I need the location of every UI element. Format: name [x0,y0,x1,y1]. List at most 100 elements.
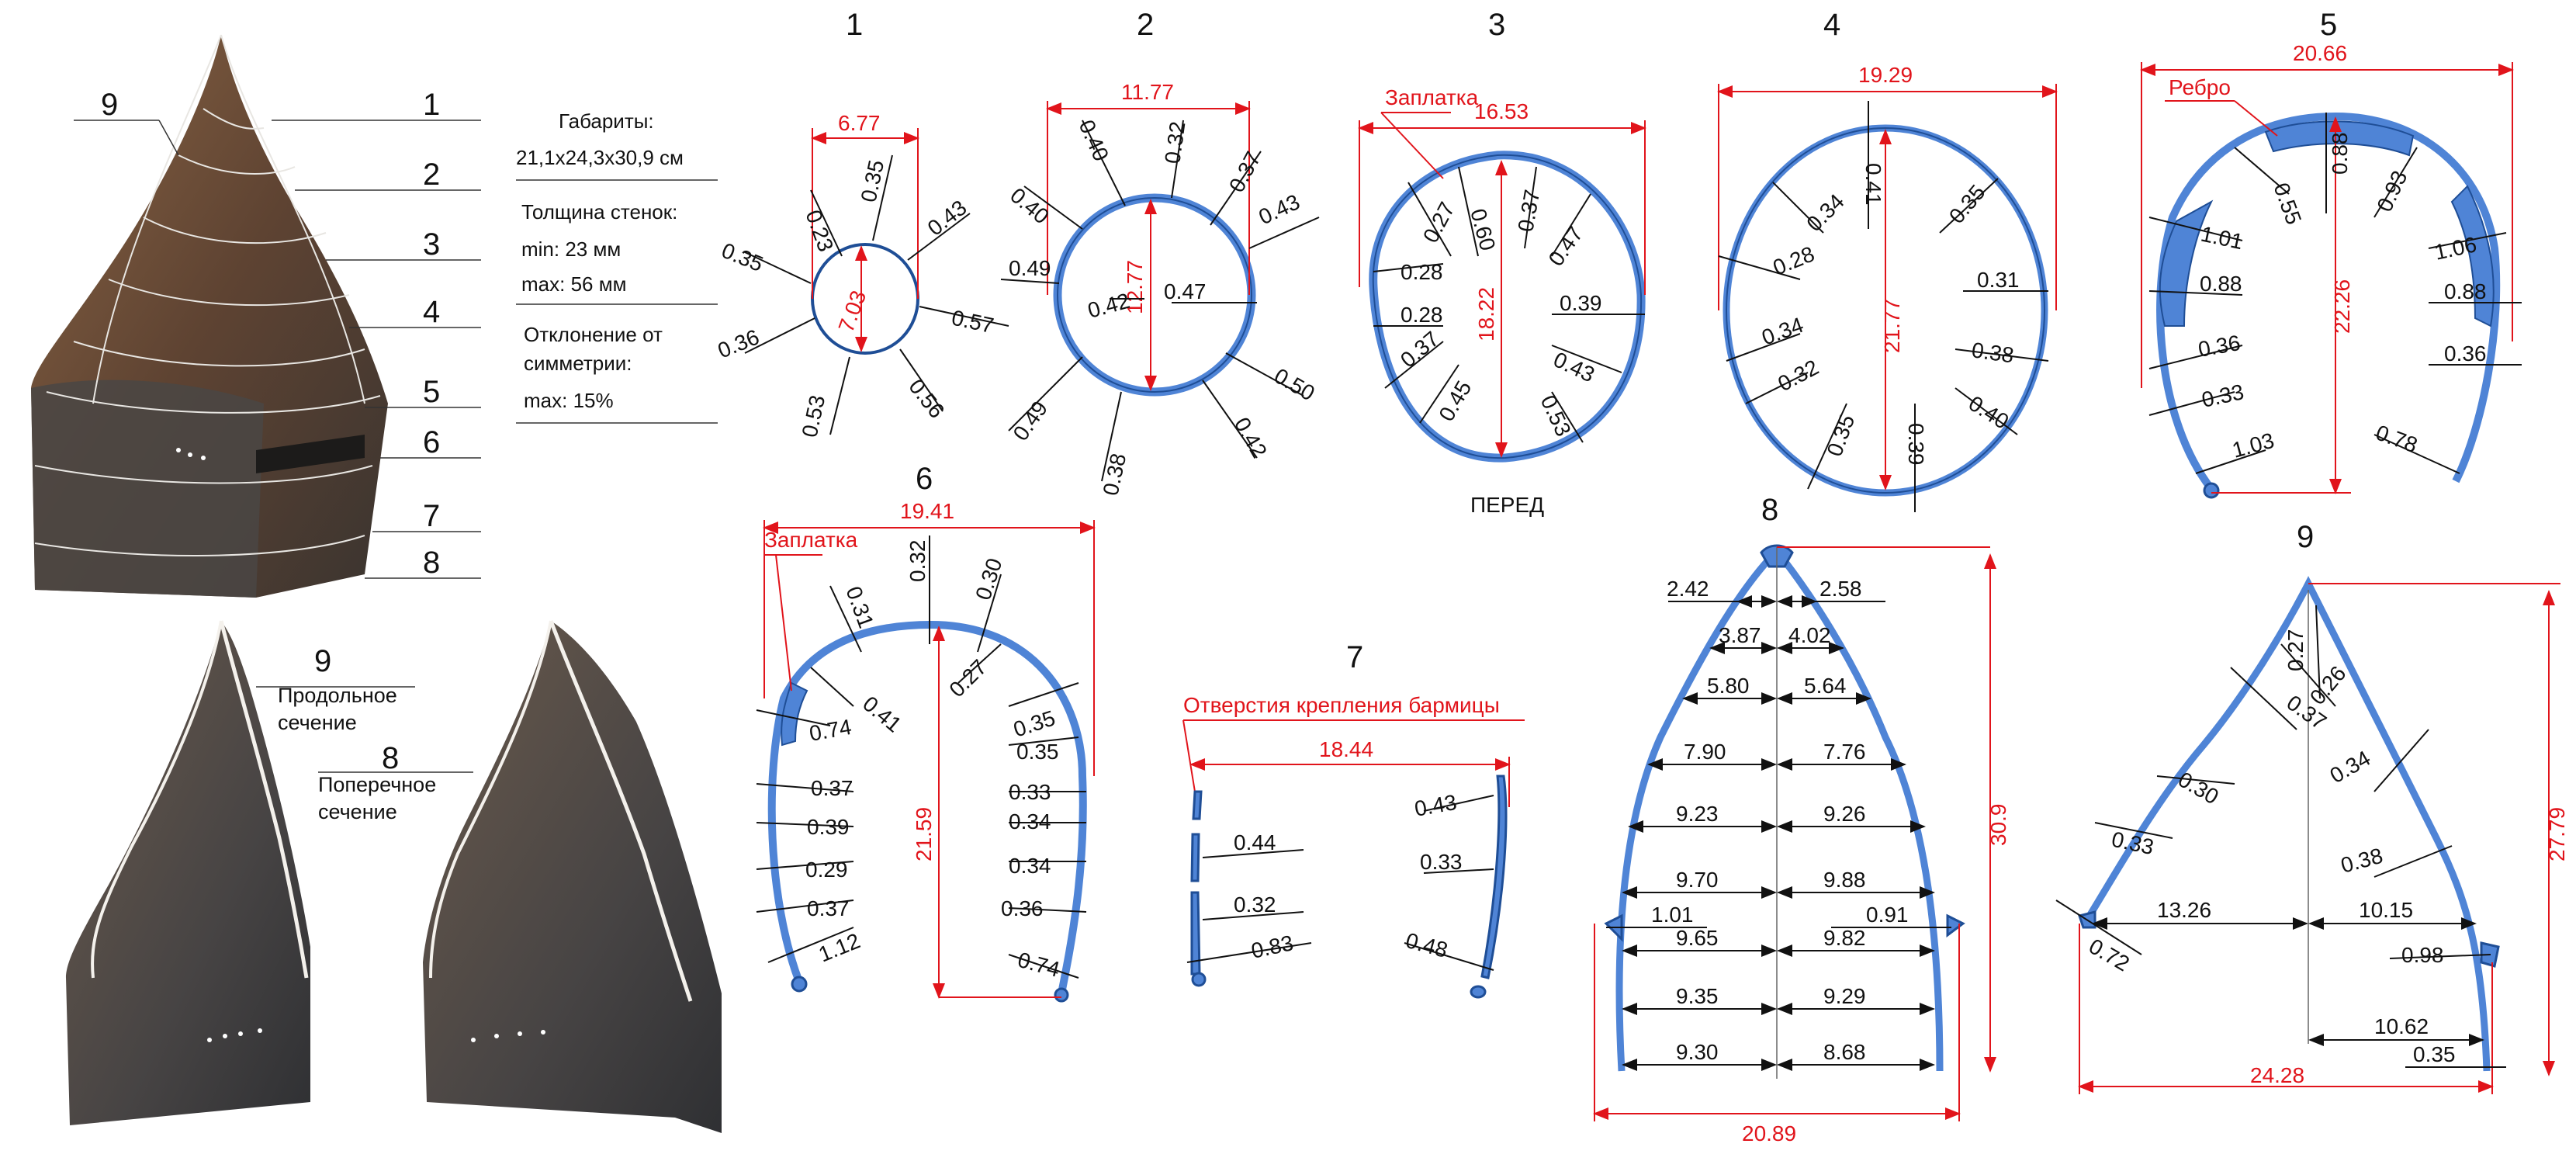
section-2: 2 11.77 12.77 0.40 0.32 0.37 0.40 0.43 0… [1000,8,1320,497]
s9-half-left: 13.26 [2157,898,2211,922]
section-1-width: 6.77 [838,111,881,135]
s8-r9: 8.68 [1823,1040,1866,1064]
s3-t1: 0.60 [1466,206,1500,254]
s3-t0: 0.27 [1418,198,1459,247]
s5-t6: 0.88 [2444,279,2487,303]
level-number-1: 1 [423,88,440,122]
s5-t8: 0.36 [2444,341,2487,366]
s5-t10: 1.03 [2230,428,2277,463]
s5-t0: 0.55 [2269,179,2306,227]
section-8: 8 30.9 20.89 2.42 2.58 3.87 4.02 5.80 5.… [1593,493,2010,1145]
section-3-width: 16.53 [1474,99,1529,123]
helmet-half-transverse: 8 Поперечное сечение [318,620,722,1133]
section-1-height: 7.03 [834,287,871,335]
s5-t3: 1.01 [2199,222,2245,255]
s4-t5: 0.34 [1758,313,1806,350]
s4-t4: 0.31 [1977,268,2020,292]
level-number-4: 4 [423,295,440,329]
s2-t0: 0.40 [1006,183,1054,229]
section-6-number: 6 [916,462,933,496]
helmet-half-longitudinal: 9 Продольное сечение [66,620,415,1125]
s1-t3: 0.35 [718,238,767,276]
section-9: 9 27.79 24.28 0.27 0.26 0.37 0.30 0.34 0… [2055,520,2569,1094]
s2-t8: 0.50 [1270,363,1319,405]
s3-t9: 0.45 [1434,376,1476,425]
section-2-height: 12.77 [1123,260,1147,314]
s4-t1: 0.41 [1861,163,1885,206]
thickness-min: min: 23 мм [521,237,621,261]
section-1: 1 6.77 7.03 0.23 0.35 0.43 0.35 0.57 0.3… [715,8,1009,439]
s6-t16: 1.12 [815,928,864,966]
section-8-number: 8 [1761,493,1778,527]
section-9-height: 27.79 [2545,807,2569,861]
s6-t13: 0.34 [1009,854,1051,878]
s3-t4: 0.28 [1401,260,1443,284]
s7-t4: 0.83 [1249,931,1296,963]
helmet-photo-main: 9 1 2 3 4 5 6 7 8 [31,34,481,598]
s3-t3: 0.47 [1544,222,1588,270]
s9-t4: 0.34 [2326,746,2375,788]
s5-t1: 0.88 [2328,133,2352,175]
s1-t7: 0.56 [904,375,949,423]
s3-t6: 0.28 [1401,303,1443,327]
level-number-6: 6 [423,425,440,459]
s1-t4: 0.57 [950,306,996,338]
s8-r0: 2.58 [1819,577,1862,601]
s8-l2: 5.80 [1707,674,1750,698]
s2-t7: 0.47 [1164,279,1207,303]
s8-l4: 9.23 [1676,802,1719,826]
s7-t3: 0.32 [1234,892,1276,917]
s1-t5: 0.36 [715,324,763,362]
s6-t3: 0.41 [858,691,906,737]
s8-r7: 9.82 [1823,926,1866,950]
s4-t0: 0.34 [1802,189,1848,236]
s4-t3: 0.28 [1770,241,1818,279]
sec8-label-line2: сечение [318,800,397,823]
dimensions-value: 21,1x24,3x30,9 см [516,146,684,169]
section-1-number: 1 [846,8,863,42]
s2-t11: 0.42 [1230,414,1272,463]
s8-r1: 4.02 [1788,623,1831,647]
section-7-number: 7 [1346,640,1363,674]
level-number-7: 7 [423,499,440,533]
section-5-width: 20.66 [2293,41,2347,65]
s4-t9: 0.35 [1823,411,1860,459]
sec9-label-line2: сечение [278,711,357,734]
section-2-width: 11.77 [1121,80,1174,104]
s7-t0: 0.43 [1413,790,1459,821]
section-5: 5 20.66 22.26 Ребро 0.55 0.88 0.93 1.01 … [2140,8,2522,499]
s7-t1: 0.44 [1234,830,1276,854]
section-7-width: 18.44 [1319,737,1373,761]
section-2-number: 2 [1137,8,1154,42]
s3-t10: 0.53 [1536,391,1576,439]
s9-t5: 0.33 [2110,827,2156,860]
level-number-2: 2 [423,158,440,192]
s3-t7: 0.37 [1396,327,1444,373]
sec9-number: 9 [314,644,331,678]
s6-t10: 0.39 [807,815,850,839]
level-number-8: 8 [423,546,440,580]
s8-l9: 9.30 [1676,1040,1719,1064]
s6-t14: 0.37 [807,896,850,920]
section-4: 4 19.29 21.77 0.34 0.41 0.35 0.28 0.31 0… [1717,8,2058,512]
asymmetry-label-1: Отклонение от [524,323,663,346]
s6-t17: 0.74 [1015,948,1062,982]
s9-t7: 0.72 [2085,934,2134,976]
s8-l8: 9.35 [1676,984,1719,1008]
s6-t0: 0.31 [841,583,878,631]
s7-t2: 0.33 [1420,850,1463,874]
s6-t9: 0.33 [1009,780,1051,804]
s8-l0: 2.42 [1667,577,1709,601]
s6-t8: 0.37 [811,776,853,800]
s2-t1: 0.32 [1160,120,1189,165]
s9-t9: 0.35 [2413,1042,2456,1066]
asymmetry-max: max: 15% [524,389,614,412]
s7-t5: 0.48 [1403,928,1450,962]
sec8-label-line1: Поперечное [318,773,436,796]
s6-t11: 0.34 [1009,809,1051,834]
section-5-number: 5 [2320,8,2337,42]
section-4-width: 19.29 [1858,63,1913,87]
s1-t0: 0.23 [801,206,838,255]
s5-t2: 0.93 [2372,167,2412,215]
